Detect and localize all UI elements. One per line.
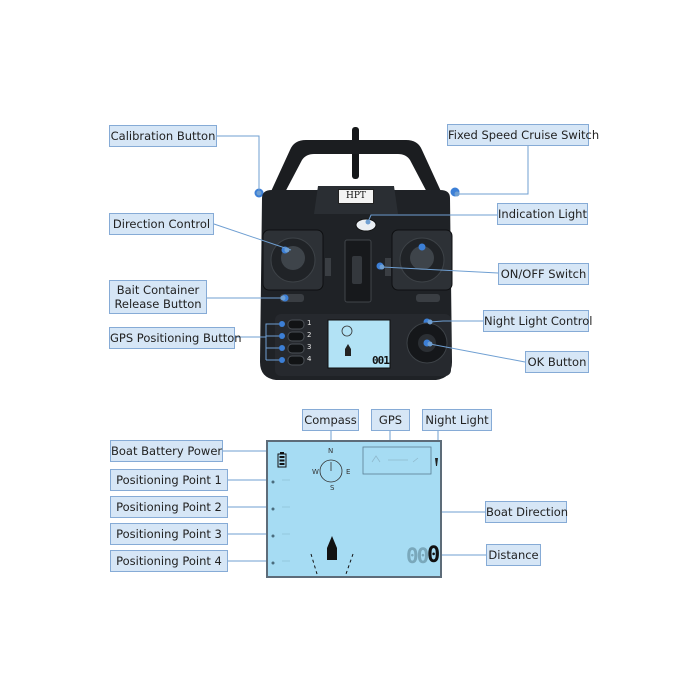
point-4-marker	[271, 561, 275, 565]
compass-ring	[319, 459, 343, 483]
controller-lcd-compass	[341, 325, 353, 337]
label-bait-container-release-button: Bait Container Release Button	[109, 280, 207, 314]
lcd-display: N S E W 00 0	[266, 440, 442, 578]
center-switch-slot	[352, 256, 362, 284]
carry-handle	[268, 140, 444, 198]
gps-box	[362, 446, 432, 475]
gps-key-number-2: 2	[307, 331, 312, 339]
controller-lcd-digits: 001	[372, 354, 390, 367]
label-direction-control: Direction Control	[109, 213, 214, 235]
gps-signal-faint	[371, 455, 419, 463]
label-bait-line-2: Release Button	[114, 297, 202, 311]
distance-digit: 0	[427, 543, 441, 568]
right-stick	[410, 246, 434, 270]
label-positioning-point-3: Positioning Point 3	[110, 523, 228, 545]
label-night-light: Night Light	[422, 409, 492, 431]
gps-key-3	[287, 343, 305, 354]
label-positioning-point-1: Positioning Point 1	[110, 469, 228, 491]
right-stick-indicator	[418, 243, 426, 251]
left-trim	[325, 258, 331, 276]
label-compass: Compass	[302, 409, 359, 431]
label-boat-battery-power: Boat Battery Power	[110, 440, 223, 462]
brand-plate: HPT	[338, 189, 374, 204]
compass-n: N	[328, 447, 334, 455]
gps-key-number-4: 4	[307, 355, 312, 363]
point-2-marker	[271, 507, 275, 511]
gps-key-4	[287, 355, 305, 366]
gps-key-3-indicator	[279, 345, 285, 351]
night-light-icon	[435, 458, 438, 466]
gps-key-1-indicator	[279, 321, 285, 327]
label-gps: GPS	[371, 409, 410, 431]
boat-icon	[327, 536, 337, 560]
point-faint-marks	[282, 479, 290, 562]
point-1-marker	[271, 480, 275, 484]
battery-bar-3	[279, 463, 285, 465]
controller-lcd	[327, 319, 391, 369]
point-3-marker	[271, 534, 275, 538]
label-on-off-switch: ON/OFF Switch	[498, 263, 589, 285]
label-gps-positioning-button: GPS Positioning Button	[109, 327, 242, 349]
boat-wake-right	[345, 553, 354, 575]
compass-w: W	[312, 468, 319, 476]
bait-release-switch-right	[416, 294, 440, 302]
battery-bar-1	[279, 456, 285, 458]
label-boat-direction: Boat Direction	[485, 501, 568, 523]
gps-key-2	[287, 331, 305, 342]
label-bait-line-1: Bait Container	[116, 283, 200, 297]
label-ok-button: OK Button	[525, 351, 589, 373]
label-positioning-point-2: Positioning Point 2	[110, 496, 228, 518]
label-fixed-speed-cruise-switch: Fixed Speed Cruise Switch	[447, 124, 599, 146]
gps-key-number-3: 3	[307, 343, 312, 351]
label-night-light-control: Night Light Control	[483, 310, 592, 332]
battery-cap	[280, 452, 284, 454]
indication-light-window	[355, 218, 377, 232]
gps-key-2-indicator	[279, 333, 285, 339]
compass-s: S	[330, 484, 335, 492]
controller-lcd-boat	[345, 344, 351, 356]
battery-bar-2	[279, 459, 285, 462]
label-positioning-point-4: Positioning Point 4	[110, 550, 228, 572]
boat-wake-left	[310, 553, 318, 575]
distance-faint-digits: 00	[406, 544, 429, 568]
label-distance: Distance	[486, 544, 541, 566]
gps-key-4-indicator	[279, 357, 285, 363]
gps-key-1	[287, 319, 305, 330]
label-calibration-button: Calibration Button	[109, 125, 217, 147]
compass-e: E	[346, 468, 351, 476]
lcd-graphics	[271, 446, 438, 575]
gps-key-number-1: 1	[307, 319, 312, 327]
label-indication-light: Indication Light	[497, 203, 588, 225]
